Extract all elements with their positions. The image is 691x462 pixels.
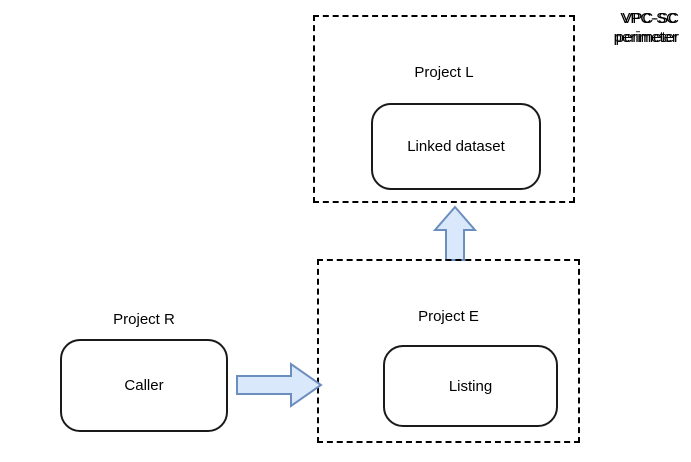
node-listing-label: Listing <box>448 377 493 395</box>
project-r-label: Project R <box>113 311 175 328</box>
node-caller-label: Caller <box>124 377 164 394</box>
node-linked-dataset-label: Linked dataset <box>407 138 505 155</box>
arrow-right-icon <box>234 360 324 410</box>
perimeter-upper-label: VPC-SC perimeter <box>613 10 677 46</box>
project-l-label: Project L <box>414 64 474 81</box>
node-listing[interactable]: Listing <box>383 345 558 427</box>
arrow-up-icon <box>431 204 479 262</box>
project-e-label: Project E <box>418 308 479 325</box>
node-caller[interactable]: Caller <box>60 339 228 432</box>
perimeter-lower-label: VPC-SC perimeter <box>615 10 679 46</box>
node-linked-dataset[interactable]: Linked dataset <box>371 103 541 190</box>
vpc-sc-perimeter-lower <box>317 259 580 443</box>
vpc-sc-perimeter-upper <box>313 15 575 203</box>
